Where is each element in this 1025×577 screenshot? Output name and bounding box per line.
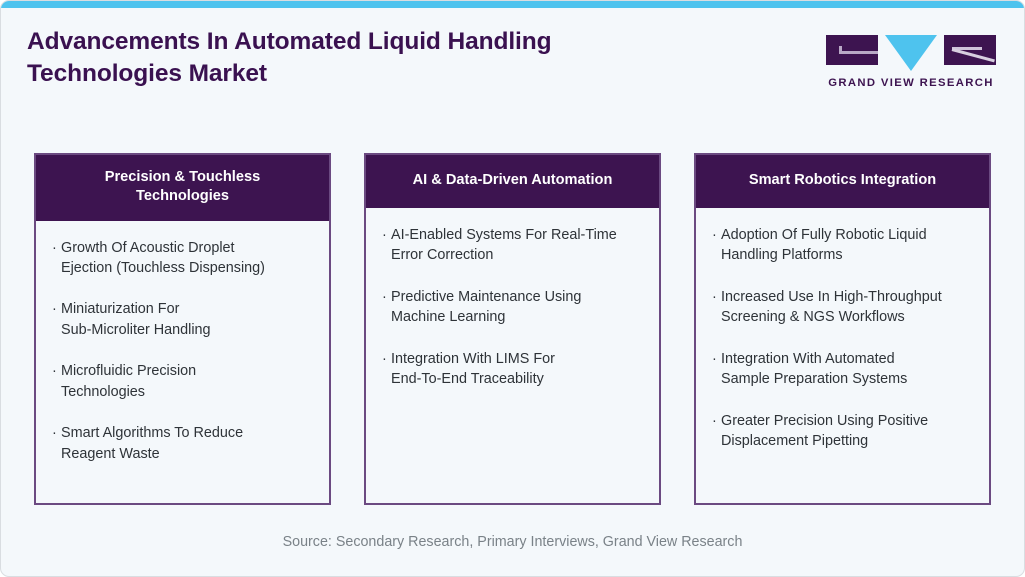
list-item-label: Adoption Of Fully Robotic Liquid Handlin… (721, 227, 927, 264)
card-ai-data-driven-automation: AI & Data-Driven Automation · AI-Enabled… (364, 153, 661, 505)
card-body: · AI-Enabled Systems For Real-Time Error… (366, 208, 659, 503)
source-note: Source: Secondary Research, Primary Inte… (282, 534, 743, 550)
bullet-dot-icon: · (52, 239, 57, 256)
card-smart-robotics-integration: Smart Robotics Integration · Adoption Of… (694, 153, 991, 505)
list-item: · Microfluidic Precision Technologies (52, 361, 315, 402)
list-item-label: Increased Use In High-Throughput Screeni… (721, 288, 942, 326)
card-precision-touchless-technologies: Precision & Touchless Technologies · Gro… (34, 153, 331, 505)
list-item-label: Microfluidic Precision Technologies (61, 363, 197, 400)
list-item: · Predictive Maintenance Using Machine L… (382, 287, 645, 328)
list-item: · Greater Precision Using Positive Displ… (712, 411, 975, 452)
v-triangle-mark-icon (885, 35, 937, 71)
r-mark-leg (951, 48, 995, 63)
g-letter-mark-icon (826, 35, 878, 65)
card-title: Precision & Touchless Technologies (36, 155, 329, 221)
bullet-dot-icon: · (52, 425, 57, 442)
bullet-dot-icon: · (52, 363, 57, 380)
card-title: Smart Robotics Integration (696, 155, 989, 208)
bullet-dot-icon: · (52, 301, 57, 318)
r-letter-mark-icon (944, 35, 996, 65)
card-body: · Adoption Of Fully Robotic Liquid Handl… (696, 208, 989, 503)
g-mark-bar (839, 51, 878, 54)
g-mark-stem (839, 46, 842, 52)
list-item-label: Integration With Automated Sample Prepar… (721, 350, 908, 388)
page-title: Advancements In Automated Liquid Handlin… (27, 28, 552, 87)
bullet-dot-icon: · (382, 227, 387, 243)
list-item: · Integration With Automated Sample Prep… (712, 349, 975, 390)
bullet-list: · Growth Of Acoustic Droplet Ejection (T… (52, 238, 315, 465)
list-item-label: Greater Precision Using Positive Displac… (721, 412, 929, 450)
card-body: · Growth Of Acoustic Droplet Ejection (T… (36, 221, 329, 504)
logo-marks (826, 35, 996, 71)
bullet-dot-icon: · (712, 412, 717, 429)
list-item-label: Miniaturization For Sub-Microliter Handl… (61, 301, 211, 338)
logo-wordmark: GRAND VIEW RESEARCH (828, 77, 994, 89)
bullet-dot-icon: · (382, 350, 387, 367)
list-item: · Increased Use In High-Throughput Scree… (712, 287, 975, 328)
bullet-dot-icon: · (712, 227, 717, 243)
bullet-dot-icon: · (712, 350, 717, 367)
list-item: · Smart Algorithms To Reduce Reagent Was… (52, 423, 315, 464)
list-item: · Miniaturization For Sub-Microliter Han… (52, 299, 315, 340)
card-row: Precision & Touchless Technologies · Gro… (34, 153, 991, 505)
list-item: · Integration With LIMS For End-To-End T… (382, 349, 645, 390)
bullet-list: · Adoption Of Fully Robotic Liquid Handl… (712, 225, 975, 452)
r-mark-bar (952, 47, 982, 50)
list-item-label: Smart Algorithms To Reduce Reagent Waste (61, 425, 244, 462)
list-item: · Growth Of Acoustic Droplet Ejection (T… (52, 238, 315, 279)
slide-header: Advancements In Automated Liquid Handlin… (1, 8, 1024, 108)
top-accent-bar (1, 1, 1024, 8)
bullet-dot-icon: · (712, 288, 717, 305)
list-item-label: Growth Of Acoustic Droplet Ejection (Tou… (61, 239, 265, 276)
grand-view-research-logo: GRAND VIEW RESEARCH (826, 35, 996, 89)
card-title: AI & Data-Driven Automation (366, 155, 659, 208)
list-item-label: AI-Enabled Systems For Real-Time Error C… (391, 227, 617, 264)
bullet-dot-icon: · (382, 288, 387, 305)
list-item-label: Predictive Maintenance Using Machine Lea… (391, 288, 582, 326)
list-item: · Adoption Of Fully Robotic Liquid Handl… (712, 225, 975, 266)
bullet-list: · AI-Enabled Systems For Real-Time Error… (382, 225, 645, 390)
list-item: · AI-Enabled Systems For Real-Time Error… (382, 225, 645, 266)
list-item-label: Integration With LIMS For End-To-End Tra… (391, 350, 555, 388)
